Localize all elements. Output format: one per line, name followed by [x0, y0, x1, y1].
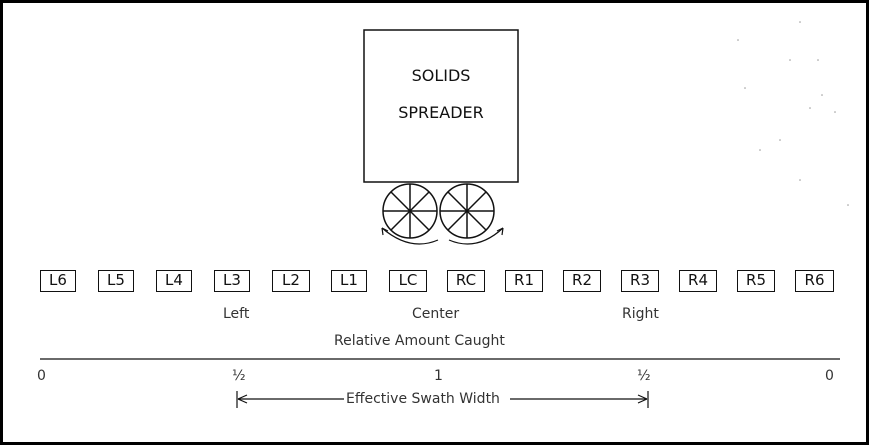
- tray-rc: RC: [447, 270, 485, 292]
- tray-l2: L2: [272, 270, 310, 292]
- rotation-arrows: [381, 227, 504, 245]
- label-left: Left: [223, 306, 250, 322]
- scale-tick-0-left: 0: [37, 368, 46, 384]
- tray-l6: L6: [40, 270, 76, 292]
- label-center: Center: [412, 306, 460, 322]
- spreader-label-line2: SPREADER: [398, 103, 484, 122]
- tray-lc: LC: [389, 270, 427, 292]
- spreader-box: [363, 29, 519, 183]
- swath-arrow: [236, 391, 649, 408]
- tray-r4: R4: [679, 270, 717, 292]
- tray-r3: R3: [621, 270, 659, 292]
- scan-speckles: [737, 21, 849, 206]
- scale-tick-half-left: ½: [232, 368, 246, 384]
- tray-l4: L4: [156, 270, 192, 292]
- right-wheel: [439, 183, 495, 239]
- spreader-label-line1: SOLIDS: [411, 66, 471, 85]
- swath-width-label: Effective Swath Width: [346, 391, 500, 407]
- scale-tick-1: 1: [434, 368, 443, 384]
- scale-tick-0-right: 0: [825, 368, 834, 384]
- tray-r6: R6: [795, 270, 834, 292]
- tray-l1: L1: [331, 270, 367, 292]
- tray-r5: R5: [737, 270, 775, 292]
- scale-tick-half-right: ½: [637, 368, 651, 384]
- label-right: Right: [622, 306, 659, 322]
- tray-l3: L3: [214, 270, 250, 292]
- left-wheel: [382, 183, 438, 239]
- label-relative-amount: Relative Amount Caught: [334, 333, 505, 349]
- tray-r2: R2: [563, 270, 601, 292]
- tray-l5: L5: [98, 270, 134, 292]
- tray-r1: R1: [505, 270, 543, 292]
